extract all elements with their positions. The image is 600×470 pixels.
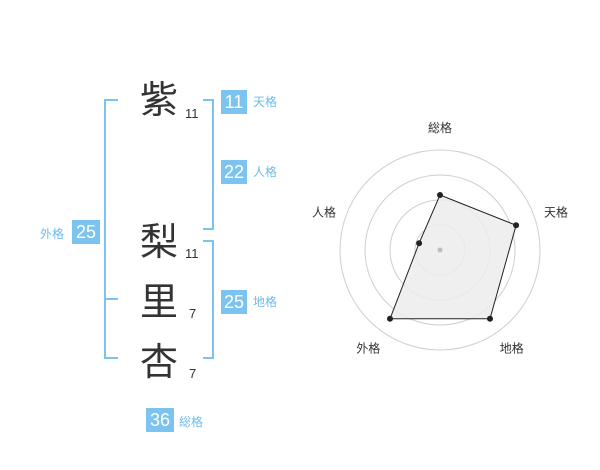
inner-bracket-lower-bottom [203,357,214,359]
outer-bracket-mid [104,298,118,300]
outer-bracket-top [104,99,118,101]
outer-bracket-vertical [104,99,106,359]
radar-axis-label-1: 総格 [428,120,452,135]
tenkaku-label: 天格 [253,95,278,109]
inner-bracket-upper-vertical [212,99,214,230]
stroke-count-4: 7 [189,366,197,381]
inner-bracket-lower-vertical [212,240,214,359]
tenkaku-badge: 11 [221,90,247,114]
inner-bracket-lower-top [203,240,214,242]
soukaku-badge: 36 [146,408,174,432]
name-char-4: 杏 [140,340,179,384]
name-char-1: 紫 [140,78,179,122]
inner-bracket-upper-top [203,99,214,101]
name-char-2: 梨 [140,220,179,264]
radar-point-4 [387,315,393,322]
stroke-count-3: 7 [189,306,197,321]
radar-axis-label-5: 人格 [312,204,336,219]
radar-axis-label-2: 天格 [544,204,568,219]
gaikaku-badge: 25 [72,220,100,244]
jinkaku-badge: 22 [221,160,247,184]
jinkaku-label: 人格 [253,165,278,179]
radar-point-5 [416,240,423,247]
radar-point-2 [513,222,520,229]
stroke-count-1: 11 [185,106,199,121]
radar-ring-3 [364,174,516,326]
stroke-count-2: 11 [185,246,199,261]
radar-center-point [437,247,443,253]
radar-point-3 [487,315,493,322]
soukaku-label: 総格 [179,415,204,429]
radar-series-polygon [389,194,517,320]
chikaku-label: 地格 [253,295,278,309]
gaikaku-label: 外格 [40,227,65,241]
name-char-3: 里 [140,280,179,324]
radar-axis-label-4: 外格 [356,341,380,356]
chikaku-badge: 25 [221,290,247,314]
outer-bracket-bottom [104,357,118,359]
radar-point-1 [437,192,443,198]
radar-axis-label-3: 地格 [500,341,524,356]
inner-bracket-upper-bottom [203,228,214,230]
